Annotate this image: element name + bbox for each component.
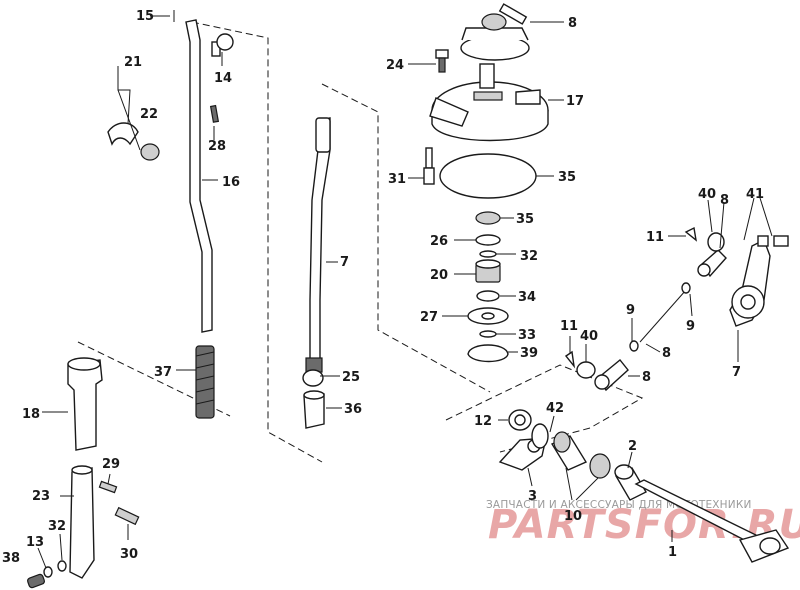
callout-16: 16 xyxy=(222,175,240,190)
callout-7: 7 xyxy=(732,365,741,380)
washer-25 xyxy=(475,234,501,246)
callout-40-lower: 40 xyxy=(580,329,598,344)
callout-22: 23 xyxy=(32,489,50,504)
pedal-arm-7 xyxy=(729,235,789,327)
rod-4 xyxy=(309,117,331,361)
ring-32-bottom xyxy=(479,330,497,338)
callout-31: 32 xyxy=(48,519,66,534)
callout-40-upper: 40 xyxy=(698,187,716,202)
nut-9-lower xyxy=(629,340,639,352)
spring-38 xyxy=(27,573,45,589)
callout-25: 26 xyxy=(430,234,448,249)
callout-27: 28 xyxy=(208,139,226,154)
callout-9-left: 9 xyxy=(626,303,635,318)
clip-11-lower xyxy=(564,350,576,369)
shift-rod-16 xyxy=(173,10,213,333)
pin-29 xyxy=(114,506,140,526)
collar-2 xyxy=(614,464,647,501)
nut-9-upper xyxy=(681,282,691,294)
ring-32-top xyxy=(479,250,497,258)
clip-21 xyxy=(107,122,160,161)
assembly-guides xyxy=(77,21,644,463)
callout-9-right: 9 xyxy=(686,319,695,334)
pin-30 xyxy=(423,147,435,185)
callout-12: 12 xyxy=(474,414,492,429)
lever-8-upper xyxy=(697,232,727,278)
watermark-subtitle: ЗАПЧАСТИ И АКСЕССУАРЫ ДЛЯ МОТОТЕХНИКИ xyxy=(486,499,752,511)
callout-32-top: 32 xyxy=(520,249,538,264)
cover-17 xyxy=(429,63,549,142)
washer-31 xyxy=(57,560,67,572)
callout-26: 27 xyxy=(420,310,438,325)
stack-parts xyxy=(467,211,509,363)
rod-5 xyxy=(629,282,691,352)
callout-3: 3 xyxy=(528,489,537,504)
callout-6: 8 xyxy=(568,16,577,31)
callout-21: 22 xyxy=(140,107,158,122)
callout-4: 7 xyxy=(340,255,349,270)
clip-11-upper xyxy=(684,226,697,242)
callout-1: 1 xyxy=(668,545,677,560)
ring-13 xyxy=(43,566,53,578)
callout-23: 24 xyxy=(386,58,404,73)
bushing-12 xyxy=(508,409,532,431)
callout-29: 30 xyxy=(120,547,138,562)
callout-17: 17 xyxy=(566,94,584,109)
spring-37 xyxy=(195,345,215,419)
callout-28: 29 xyxy=(102,457,120,472)
callout-8-lower: 8 xyxy=(642,370,651,385)
callout-30: 31 xyxy=(388,172,406,187)
cap-6 xyxy=(460,3,530,61)
bolt-14 xyxy=(211,33,234,57)
rod-22 xyxy=(69,465,95,579)
sleeve-18 xyxy=(67,357,103,451)
callout-34: 35 xyxy=(558,170,576,185)
ring-33 xyxy=(476,290,500,302)
shaft-1 xyxy=(634,479,790,563)
callout-2: 2 xyxy=(628,439,637,454)
callout-19: 20 xyxy=(430,268,448,283)
bracket-3 xyxy=(498,437,547,471)
pin-27 xyxy=(209,104,220,123)
callout-41: 41 xyxy=(746,187,764,202)
callout-39: 39 xyxy=(520,346,538,361)
callout-38: 38 xyxy=(2,551,20,566)
bolt-23 xyxy=(435,49,449,73)
callout-8-upper: 8 xyxy=(720,193,729,208)
seal-35 xyxy=(475,211,501,225)
callout-32-bottom: 33 xyxy=(518,328,536,343)
circlip-39 xyxy=(467,344,509,363)
callout-11-upper: 11 xyxy=(646,230,664,245)
callout-18: 18 xyxy=(22,407,40,422)
sleeve-36 xyxy=(303,390,325,429)
callout-labels: 15 14 21 22 28 16 37 18 23 29 30 32 13 3… xyxy=(2,9,764,566)
gasket-34 xyxy=(439,153,537,199)
callout-36: 36 xyxy=(344,402,362,417)
washer-40-upper xyxy=(707,232,725,252)
callout-5: 8 xyxy=(662,346,671,361)
callout-10: 10 xyxy=(564,509,582,524)
bearings-10 xyxy=(550,431,611,479)
callout-14: 14 xyxy=(214,71,232,86)
washer-40-lower xyxy=(576,361,596,379)
callout-35: 35 xyxy=(516,212,534,227)
callout-15: 15 xyxy=(136,9,154,24)
spring-24 xyxy=(302,357,324,387)
callout-37: 37 xyxy=(154,365,172,380)
callout-33: 34 xyxy=(518,290,536,305)
washer-42 xyxy=(531,423,549,449)
leader-lines xyxy=(37,15,773,569)
callout-24: 25 xyxy=(342,370,360,385)
pin-28 xyxy=(98,480,118,494)
callout-20: 21 xyxy=(124,55,142,70)
lever-8-lower xyxy=(576,359,629,392)
callout-13: 13 xyxy=(26,535,44,550)
callout-42: 42 xyxy=(546,401,564,416)
callout-11-lower: 11 xyxy=(560,319,578,334)
